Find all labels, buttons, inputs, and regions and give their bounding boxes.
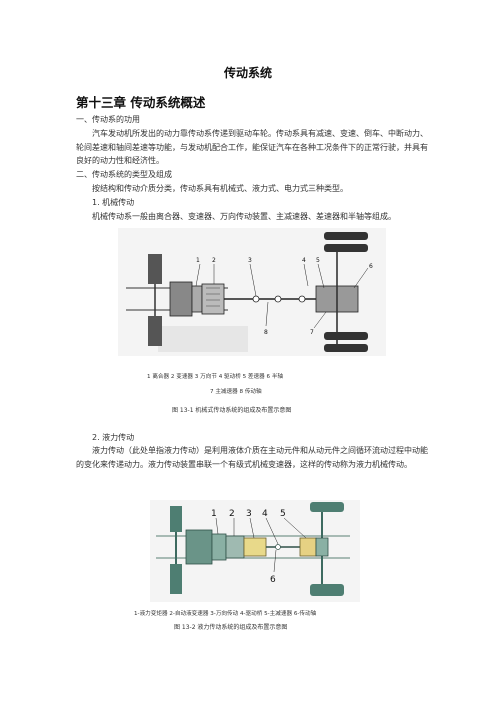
- figure-1-legend-line-2: 7 主减速器 8 传动轴: [210, 389, 262, 395]
- part-number: 4: [302, 257, 306, 264]
- part-number: 5: [280, 509, 286, 519]
- part-number: 7: [310, 329, 314, 336]
- part-number: 2: [229, 509, 235, 519]
- section-1-heading: 一、传动系的功用: [76, 115, 140, 124]
- part-number: 3: [248, 257, 252, 264]
- front-wheel-top: [148, 254, 162, 284]
- front-wheel-bottom: [148, 316, 162, 346]
- part-number: 1: [196, 257, 200, 264]
- engine-block: [169, 281, 193, 317]
- gearbox: [201, 283, 225, 315]
- subsection-1-line: 机械传动系一般由离合器、变速器、万向传动装置、主减速器、差速器和半轴等组成。: [92, 212, 396, 221]
- doc-title: 传动系统: [223, 66, 272, 80]
- leader-lines: [215, 517, 307, 573]
- differential: [315, 537, 329, 557]
- part-number: 3: [246, 509, 252, 519]
- leader-lines: [195, 263, 369, 329]
- gearbox-gears: [206, 287, 220, 307]
- subsection-1-heading: 1. 机械传动: [92, 198, 135, 207]
- chapter-title: 第十三章 传动系统概述: [76, 95, 206, 110]
- universal-joint-2: [274, 295, 282, 303]
- subsection-2-paragraph: 液力传动（此处单指液力传动）是利用液体介质在主动元件和从动元件之间循环流动过程中…: [76, 446, 428, 469]
- figure-2-legend: 1-液力变矩器 2-自动液变速器 3-万向传动 4-驱动桥 5-主减速器 6-传…: [134, 611, 317, 617]
- section-2-heading: 二、传动系统的类型及组成: [76, 170, 172, 179]
- automatic-gearbox: [225, 535, 245, 559]
- part-number: 2: [212, 257, 216, 264]
- section-1-paragraph: 汽车发动机所发出的动力靠传动系传递到驱动车轮。传动系具有减速、变速、倒车、中断动…: [76, 129, 428, 166]
- front-wheel-bottom: [170, 564, 182, 594]
- figure-2-diagram: 1 2 3 4 5 6: [150, 500, 360, 602]
- part-number: 4: [262, 509, 268, 519]
- part-number: 8: [264, 329, 268, 336]
- rear-wheel-bottom-b: [324, 344, 368, 352]
- universal-joint-1: [252, 295, 260, 303]
- front-wheel-top: [170, 506, 182, 532]
- part-number: 6: [369, 263, 373, 270]
- part-number: 1: [211, 509, 217, 519]
- final-drive: [299, 537, 317, 557]
- figure-1-svg: 1 2 3 4 5 6 7 8: [126, 232, 373, 352]
- part-number: 6: [270, 575, 276, 585]
- rear-wheel-top-b: [324, 244, 368, 252]
- transfer-unit: [243, 537, 267, 557]
- rear-wheel-top-a: [324, 232, 368, 240]
- subsection-2-heading: 2. 液力传动: [92, 433, 135, 442]
- engine-block: [185, 529, 213, 565]
- figure-2-svg: 1 2 3 4 5 6: [156, 502, 350, 596]
- clutch-housing: [191, 285, 203, 313]
- figure-2-caption: 图 13-2 液力传动系统的组成及布置示意图: [174, 624, 288, 631]
- figure-1-shade: [158, 326, 248, 352]
- figure-1-caption: 图 13-1 机械式传动系统的组成及布置示意图: [172, 407, 292, 414]
- figure-1-diagram: 1 2 3 4 5 6 7 8: [118, 228, 386, 356]
- rear-wheel-top: [310, 502, 344, 512]
- universal-joint: [275, 544, 281, 550]
- part-number: 5: [316, 257, 320, 264]
- rear-wheel-bottom: [310, 584, 344, 596]
- section-2-line: 按结构和传动介质分类，传动系具有机械式、液力式、电力式三种类型。: [92, 184, 348, 193]
- figure-1-legend-line-1: 1 离合器 2 变速器 3 万向节 4 驱动桥 5 差速器 6 半轴: [147, 374, 284, 380]
- torque-converter: [211, 533, 227, 561]
- universal-joint-3: [298, 295, 306, 303]
- rear-wheel-bottom-a: [324, 332, 368, 340]
